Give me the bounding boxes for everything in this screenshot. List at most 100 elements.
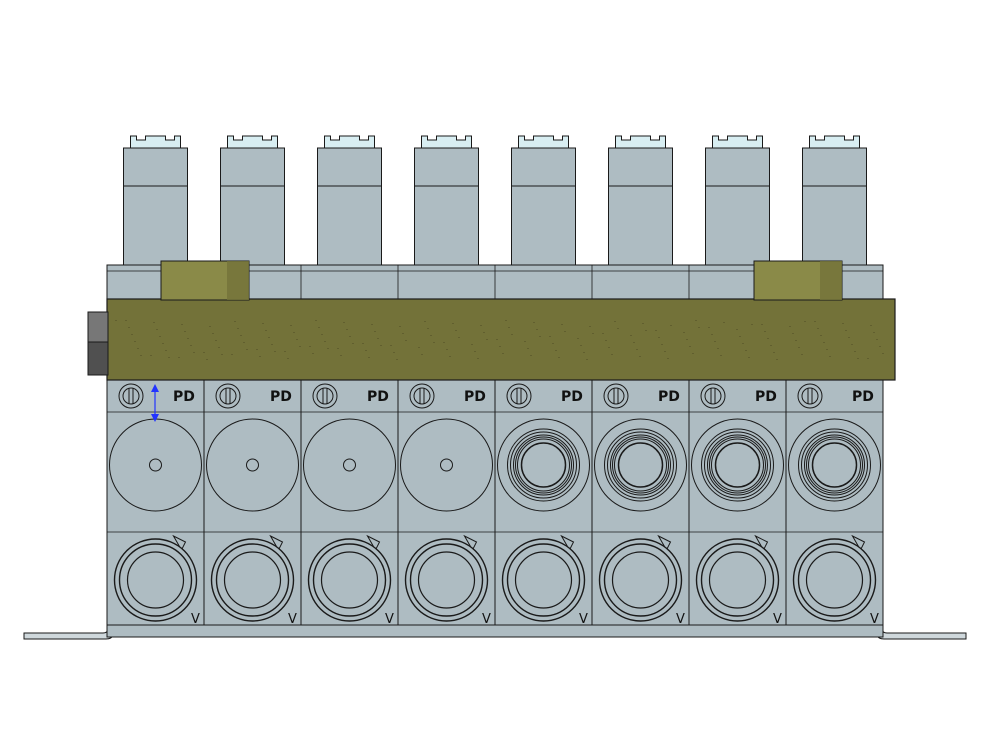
plate-speckle	[293, 332, 295, 333]
plate-speckle	[664, 351, 666, 352]
plate-speckle	[390, 345, 392, 346]
plate-speckle	[842, 323, 844, 324]
plate-speckle	[212, 333, 214, 334]
plate-speckle	[256, 349, 258, 350]
plate-speckle	[789, 326, 791, 327]
pd-label: PD	[561, 389, 583, 405]
plate-speckle	[867, 358, 869, 359]
plate-speckle	[558, 357, 560, 358]
fitting-ring	[506, 543, 581, 617]
plate-speckle	[773, 352, 775, 353]
plate-speckle	[203, 352, 205, 353]
thread-ring	[610, 434, 671, 496]
v-label: V	[773, 612, 782, 627]
plate-speckle	[427, 328, 429, 329]
plate-speckle	[586, 359, 588, 360]
thread-ring	[801, 431, 868, 499]
fitting-bore	[126, 551, 185, 609]
plate-speckle	[655, 330, 657, 331]
olive-plate	[106, 298, 896, 381]
plate-speckle	[611, 354, 613, 355]
release-tab	[172, 534, 187, 552]
plate-speckle	[315, 320, 317, 321]
plate-speckle	[480, 325, 482, 326]
plate-speckle	[524, 341, 526, 342]
plate-speckle	[633, 342, 635, 343]
plate-speckle	[396, 359, 398, 360]
plate-speckle	[511, 334, 513, 335]
fitting-bore	[223, 551, 282, 609]
base-strip	[106, 624, 884, 638]
plate-speckle	[150, 355, 152, 356]
plug-center	[440, 458, 453, 472]
thread-ring	[515, 436, 572, 494]
plate-speckle	[221, 354, 223, 355]
plate-speckle	[324, 341, 326, 342]
plate-speckle	[642, 323, 644, 324]
plate-speckle	[371, 324, 373, 325]
plate-speckle	[125, 320, 127, 321]
plate-speckle	[686, 339, 688, 340]
plate-speckle	[496, 339, 498, 340]
thread-ring	[707, 434, 768, 496]
plate-speckle	[309, 346, 311, 347]
plate-speckle	[399, 326, 401, 327]
coil-connector	[809, 135, 860, 149]
coil-connector	[712, 135, 763, 149]
olive-top-plate	[106, 260, 896, 381]
v-label: V	[482, 612, 491, 627]
plate-speckle	[695, 320, 697, 321]
coil-body	[123, 147, 188, 266]
plate-speckle	[215, 340, 217, 341]
plate-speckle	[405, 340, 407, 341]
plate-speckle	[421, 354, 423, 355]
plate-speckle	[446, 349, 448, 350]
plate-speckle	[193, 352, 195, 353]
plate-speckle	[268, 337, 270, 338]
coil-connector	[518, 135, 569, 149]
plate-speckle	[689, 346, 691, 347]
plate-speckle	[698, 327, 700, 328]
release-tab	[463, 534, 478, 552]
plate-speckle	[639, 356, 641, 357]
thread-ring	[604, 428, 677, 502]
coil-body	[220, 147, 285, 266]
plug-center	[343, 458, 356, 472]
pd-label: PD	[852, 389, 874, 405]
plate-speckle	[792, 333, 794, 334]
plate-speckle	[592, 333, 594, 334]
plate-speckle	[290, 325, 292, 326]
plate-speckle	[321, 334, 323, 335]
plate-speckle	[742, 343, 744, 344]
plate-speckle	[474, 351, 476, 352]
plate-speckle	[723, 322, 725, 323]
thread-ring	[507, 428, 580, 502]
fitting-bore	[514, 551, 573, 609]
plate-speckle	[153, 322, 155, 323]
plate-speckle	[829, 356, 831, 357]
plate-speckle	[636, 349, 638, 350]
plate-speckle	[374, 331, 376, 332]
coil-body	[317, 147, 382, 266]
plate-speckle	[692, 353, 694, 354]
plate-speckle	[536, 329, 538, 330]
release-tab	[657, 534, 672, 552]
plate-speckle	[817, 328, 819, 329]
thread-ring	[701, 428, 774, 502]
bracket-right	[875, 599, 967, 640]
plate-speckle	[605, 340, 607, 341]
plate-speckle	[539, 336, 541, 337]
coil-connector	[130, 135, 181, 149]
plate-speckle	[318, 327, 320, 328]
dimension-arrow-head-top	[151, 384, 159, 392]
plate-speckle	[745, 350, 747, 351]
coil-body	[511, 147, 576, 266]
coil-connector	[227, 135, 278, 149]
fitting-ring	[409, 543, 484, 617]
v-label: V	[288, 612, 297, 627]
plate-speckle	[502, 353, 504, 354]
v-label: V	[579, 612, 588, 627]
thread-ring	[709, 436, 766, 494]
release-tab	[560, 534, 575, 552]
plate-speckle	[661, 344, 663, 345]
